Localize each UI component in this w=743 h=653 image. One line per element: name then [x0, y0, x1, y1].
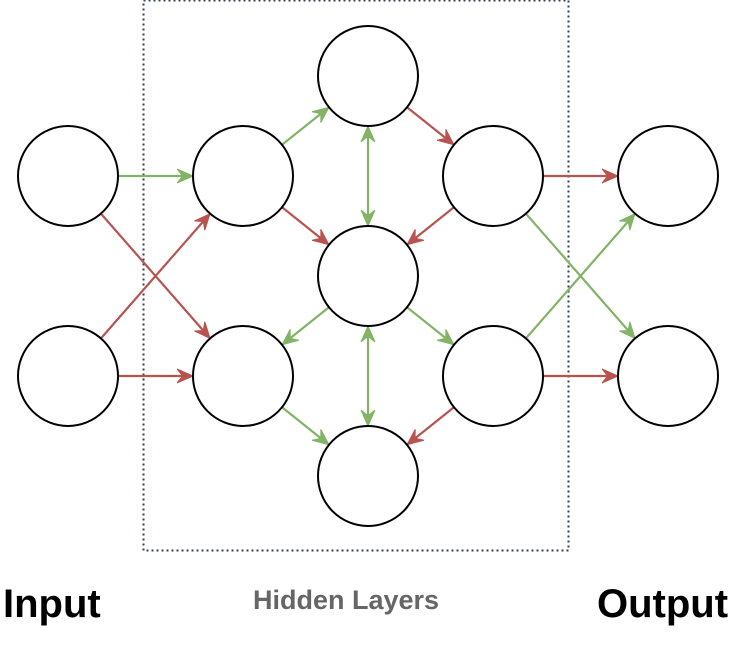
edge-h3a-o1: [543, 168, 620, 184]
arrowhead: [194, 321, 211, 340]
edge-h2b-h1b: [281, 306, 330, 346]
node-h1b: [192, 325, 294, 427]
node-i1: [17, 125, 119, 227]
edge-i1-h1b: [100, 212, 211, 340]
arrowhead: [360, 124, 376, 143]
arrowhead: [176, 168, 195, 184]
arrowhead: [436, 329, 455, 346]
input-label: Input: [3, 582, 101, 626]
edge-h3a-h2b: [406, 206, 455, 246]
node-i2: [17, 325, 119, 427]
arrowhead: [436, 129, 455, 146]
node-h3a: [442, 125, 544, 227]
output-label: Output: [597, 582, 729, 626]
arrowhead: [601, 368, 620, 384]
edge-h3b-o1: [525, 212, 636, 340]
node-o2: [617, 325, 719, 427]
node-h2c: [317, 425, 419, 527]
edge-h2b-h3b: [406, 306, 455, 346]
arrowhead: [406, 229, 425, 246]
edge-h1b-h2c: [281, 406, 330, 446]
node-o1: [617, 125, 719, 227]
arrowhead: [194, 212, 211, 231]
arrowhead: [601, 168, 620, 184]
hidden-layers-box: [142, 0, 570, 552]
arrowhead: [281, 329, 300, 346]
hidden-layers-label: Hidden Layers: [253, 585, 440, 615]
arrowhead: [311, 106, 330, 123]
node-h3b: [442, 325, 544, 427]
arrowhead: [176, 368, 195, 384]
arrowhead: [406, 429, 425, 446]
edge-h1a-h2a: [281, 106, 330, 146]
edge-h1a-h2b: [281, 206, 330, 246]
arrowhead: [360, 209, 376, 228]
edge-h2a-h3a: [406, 106, 455, 146]
arrowhead: [311, 429, 330, 446]
edge-h3b-o2: [543, 368, 620, 384]
arrowhead: [619, 212, 636, 231]
arrowhead: [360, 324, 376, 343]
edge-i2-h1b: [118, 368, 195, 384]
edge-h3b-h2c: [406, 406, 455, 446]
arrowhead: [311, 229, 330, 246]
arrowhead: [360, 409, 376, 428]
edge-h2a-h2b: [360, 124, 376, 228]
edge-h3a-o2: [525, 212, 636, 340]
node-h1a: [192, 125, 294, 227]
edge-h2b-h2c: [360, 324, 376, 428]
node-h2b: [317, 225, 419, 327]
node-h2a: [317, 25, 419, 127]
edge-i2-h1a: [100, 212, 211, 340]
edge-i1-h1a: [118, 168, 195, 184]
arrowhead: [619, 321, 636, 340]
